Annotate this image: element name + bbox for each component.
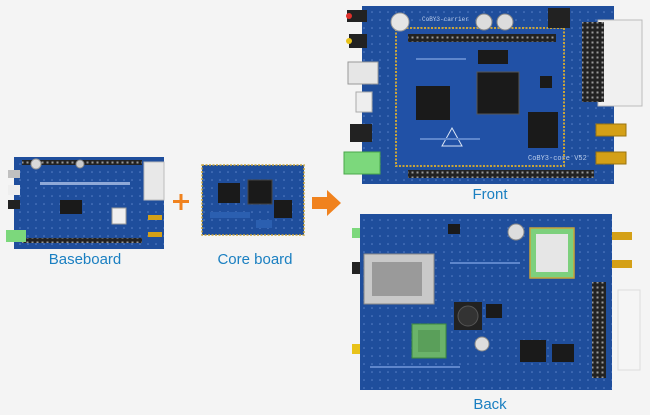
front-module-silkscreen: CoBY3-core V52 (528, 155, 587, 163)
front-board-image: CoBY3-core V52 CoBY3-carrier (343, 6, 643, 184)
core-board-caption: Core board (217, 251, 293, 268)
core-board-image (201, 164, 305, 236)
back-board-image (352, 214, 641, 390)
plus-icon (173, 194, 189, 210)
baseboard-image (6, 157, 165, 249)
baseboard-caption: Baseboard (48, 251, 122, 268)
front-top-silkscreen: CoBY3-carrier (422, 16, 469, 23)
front-caption: Front (472, 186, 508, 203)
back-caption: Back (473, 396, 507, 413)
arrow-right-icon (312, 190, 341, 216)
